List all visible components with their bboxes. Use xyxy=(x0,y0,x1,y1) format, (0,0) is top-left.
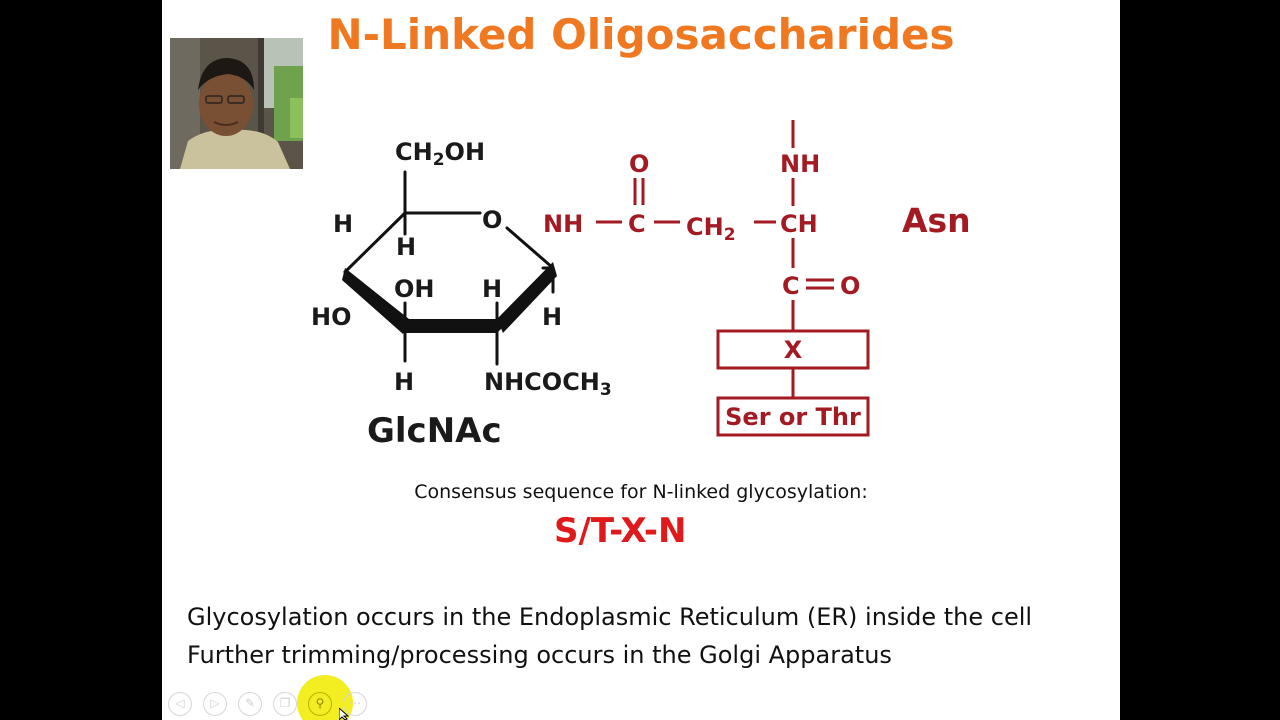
svg-text:O: O xyxy=(840,272,860,300)
ser-thr-box-label: Ser or Thr xyxy=(725,403,861,431)
more-button[interactable]: ⋯ xyxy=(343,692,367,716)
svg-text:NHCOCH3: NHCOCH3 xyxy=(484,368,612,400)
previous-slide-button[interactable]: ◁ xyxy=(168,692,192,716)
svg-text:CH: CH xyxy=(780,210,818,238)
glcnac-name: GlcNAc xyxy=(367,411,502,451)
more-icon: ⋯ xyxy=(349,696,361,710)
svg-text:CH2: CH2 xyxy=(686,213,736,245)
svg-text:OH: OH xyxy=(394,275,435,303)
svg-text:O: O xyxy=(629,150,649,178)
slides-button[interactable]: ❐ xyxy=(273,692,297,716)
x-residue-box-label: X xyxy=(784,336,803,364)
consensus-sequence: S/T-X-N xyxy=(554,511,687,551)
svg-text:CH2OH: CH2OH xyxy=(395,138,485,170)
magnify-icon: ⚲ xyxy=(315,696,325,710)
pen-button[interactable]: ✎ xyxy=(238,692,262,716)
glycosylation-structure-diagram: CH2OH O H H HO OH H H H NHCOCH3 GlcNAc xyxy=(311,120,971,451)
ring-oxygen-label: O xyxy=(482,206,502,234)
consensus-label: Consensus sequence for N-linked glycosyl… xyxy=(414,481,868,503)
presenter-webcam xyxy=(170,38,303,169)
slide: N-Linked Oligosaccharides xyxy=(162,0,1120,720)
arrow-left-icon: ◁ xyxy=(175,696,185,710)
pen-icon: ✎ xyxy=(244,696,256,710)
svg-text:HO: HO xyxy=(311,303,352,331)
svg-text:H: H xyxy=(482,275,502,303)
svg-text:H: H xyxy=(394,368,414,396)
slide-title: N-Linked Oligosaccharides xyxy=(327,10,955,59)
asn-name: Asn xyxy=(902,201,971,240)
zoom-button[interactable]: ⚲ xyxy=(308,692,332,716)
arrow-right-icon: ▷ xyxy=(210,696,220,710)
svg-text:C: C xyxy=(628,210,646,238)
svg-text:H: H xyxy=(396,233,416,261)
body-text-line-2: Further trimming/processing occurs in th… xyxy=(187,641,892,669)
svg-text:C: C xyxy=(782,272,800,300)
next-slide-button[interactable]: ▷ xyxy=(203,692,227,716)
svg-text:H: H xyxy=(542,303,562,331)
svg-text:H: H xyxy=(333,210,353,238)
body-text-line-1: Glycosylation occurs in the Endoplasmic … xyxy=(187,603,1033,631)
svg-text:NH: NH xyxy=(780,150,820,178)
svg-text:NH: NH xyxy=(543,210,583,238)
slideshow-controls: ◁ ▷ ✎ ❐ ⚲ ⋯ xyxy=(162,684,382,720)
slides-icon: ❐ xyxy=(279,696,291,710)
mouse-cursor-icon xyxy=(339,708,350,720)
